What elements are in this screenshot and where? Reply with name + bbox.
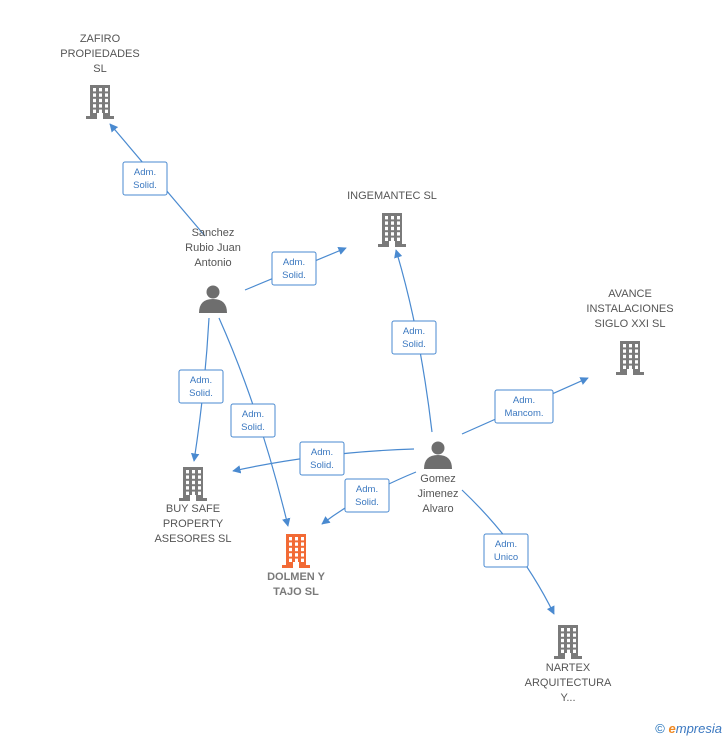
building-icon (616, 341, 644, 375)
node-label-line: Jimenez (418, 488, 459, 500)
edge-label-box (483, 533, 529, 568)
node-label-line: SIGLO XXI SL (595, 318, 666, 330)
edge-label-text: Solid. (282, 270, 306, 281)
edge-label-box (391, 320, 437, 355)
edge-label-box (230, 403, 276, 438)
edge-label-gomez-nartex[interactable]: Adm. Unico (483, 533, 529, 568)
edge-label-gomez-ingemantec[interactable]: Adm. Solid. (391, 320, 437, 355)
edge-label-box (271, 251, 317, 286)
node-label-line: Gomez (420, 473, 455, 485)
edge-label-gomez-dolmen[interactable]: Adm. Solid. (344, 478, 390, 513)
node-label-line: ZAFIRO (80, 33, 121, 45)
node-label-line: INSTALACIONES (586, 303, 673, 315)
edge-label-sanchez-ingemantec[interactable]: Adm. Solid. (271, 251, 317, 286)
building-icon (554, 625, 582, 659)
edge-label-sanchez-zafiro[interactable]: Adm. Solid. (122, 161, 168, 196)
edge-labels-layer: Adm. Solid. Adm. Solid. Adm. Solid. Adm. Solid.… (122, 161, 554, 568)
edge-label-box (344, 478, 390, 513)
edge-label-text: Adm. (403, 326, 425, 337)
edge-label-text: Solid. (402, 339, 426, 350)
node-label-line: Alvaro (422, 503, 453, 515)
node-nartex[interactable]: NARTEX ARQUITECTURA Y... (525, 625, 612, 704)
building-icon (282, 534, 310, 568)
building-icon (86, 85, 114, 119)
footer-brand: © empresia (655, 721, 722, 736)
node-label-line: SL (93, 63, 106, 75)
person-icon (199, 285, 227, 313)
edge-label-text: Adm. (283, 257, 305, 268)
edge-label-box (299, 441, 345, 476)
edge-label-text: Adm. (356, 484, 378, 495)
node-label: AVANCE INSTALACIONES SIGLO XXI SL (586, 288, 673, 330)
brand-logo: empresia (668, 721, 722, 736)
node-label-line: Y... (560, 692, 575, 704)
building-icon (179, 467, 207, 501)
building-icon (378, 213, 406, 247)
edge-label-text: Adm. (513, 395, 535, 406)
edge-label-text: Adm. (242, 409, 264, 420)
node-avance[interactable]: AVANCE INSTALACIONES SIGLO XXI SL (586, 288, 674, 375)
person-icon (424, 441, 452, 469)
node-label-line: ASESORES SL (154, 533, 231, 545)
node-label: BUY SAFE PROPERTY ASESORES SL (154, 503, 231, 545)
node-label-line: Antonio (194, 257, 231, 269)
edge-label-gomez-avance[interactable]: Adm. Mancom. (494, 389, 554, 424)
node-label-line: TAJO SL (273, 586, 319, 598)
edge-label-text: Adm. (190, 375, 212, 386)
node-label-line: Sanchez (192, 227, 235, 239)
edge-label-text: Solid. (355, 497, 379, 508)
node-dolmen[interactable]: DOLMEN Y TAJO SL (267, 534, 326, 598)
node-label: INGEMANTEC SL (347, 190, 437, 202)
edge-label-text: Solid. (241, 422, 265, 433)
node-label: NARTEX ARQUITECTURA Y... (525, 662, 612, 704)
node-label-line: PROPERTY (163, 518, 224, 530)
node-label-line: PROPIEDADES (60, 48, 139, 60)
edge-label-text: Adm. (311, 447, 333, 458)
edge-label-box (178, 369, 224, 404)
node-label-line: BUY SAFE (166, 503, 220, 515)
edge-label-box (494, 389, 554, 424)
node-label-line: AVANCE (608, 288, 652, 300)
node-zafiro[interactable]: ZAFIRO PROPIEDADES SL (60, 33, 140, 119)
copyright-icon: © (655, 721, 665, 736)
edge-label-text: Adm. (495, 539, 517, 550)
node-label-line: INGEMANTEC SL (347, 190, 437, 202)
edge-label-sanchez-dolmen[interactable]: Adm. Solid. (230, 403, 276, 438)
edge-label-text: Solid. (189, 388, 213, 399)
node-label-line: Rubio Juan (185, 242, 241, 254)
edge-label-sanchez-buysafe[interactable]: Adm. Solid. (178, 369, 224, 404)
edge-label-box (122, 161, 168, 196)
node-label: DOLMEN Y TAJO SL (267, 571, 326, 598)
nodes-layer: ZAFIRO PROPIEDADES SL INGEMANTEC SL AVANCE IN… (60, 33, 673, 704)
edge-label-gomez-buysafe[interactable]: Adm. Solid. (299, 441, 345, 476)
edge-label-text: Solid. (133, 180, 157, 191)
node-label-line: NARTEX (546, 662, 591, 674)
edge-label-text: Solid. (310, 460, 334, 471)
node-label-line: ARQUITECTURA (525, 677, 612, 689)
edge-label-text: Mancom. (504, 408, 543, 419)
edge-label-text: Adm. (134, 167, 156, 178)
node-label-line: DOLMEN Y (267, 571, 326, 583)
edge-label-text: Unico (494, 552, 518, 563)
node-label: ZAFIRO PROPIEDADES SL (60, 33, 139, 75)
node-buysafe[interactable]: BUY SAFE PROPERTY ASESORES SL (154, 467, 232, 545)
node-ingemantec[interactable]: INGEMANTEC SL (347, 190, 437, 247)
